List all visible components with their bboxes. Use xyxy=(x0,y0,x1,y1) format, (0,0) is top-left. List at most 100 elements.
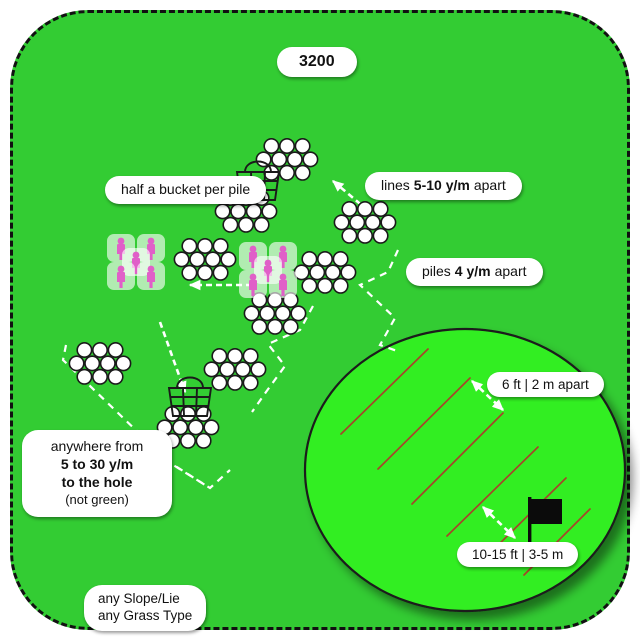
pile-top-center xyxy=(255,138,319,181)
golf-ball-icon xyxy=(76,341,93,358)
golf-ball-icon xyxy=(364,214,381,231)
green-spacing-arrow-lower xyxy=(482,506,516,539)
golf-ball-icon xyxy=(220,251,237,268)
golf-ball-icon xyxy=(356,201,373,218)
distance-range-line4: (not green) xyxy=(65,491,129,507)
golf-ball-icon xyxy=(340,264,357,281)
golf-ball-icon xyxy=(278,164,295,181)
golf-ball-icon xyxy=(92,368,109,385)
terrain-line1: any Slope/Lie xyxy=(98,591,180,606)
golf-ball-icon xyxy=(242,374,259,391)
golf-ball-icon xyxy=(290,305,307,322)
golf-ball-icon xyxy=(286,151,303,168)
piles-value: 4 y/m xyxy=(454,263,491,279)
golf-ball-icon xyxy=(324,264,341,281)
golf-ball-icon xyxy=(68,355,85,372)
golf-ball-icon xyxy=(282,318,299,335)
golf-ball-icon xyxy=(253,216,270,233)
lines-value: 5-10 y/m xyxy=(413,177,470,193)
golf-ball-icon xyxy=(107,341,124,358)
terrain-line2: any Grass Type xyxy=(98,608,193,624)
golf-ball-icon xyxy=(173,251,190,268)
golf-ball-icon xyxy=(274,305,291,322)
golf-ball-icon xyxy=(204,251,221,268)
golf-ball-icon xyxy=(115,355,132,372)
pile-right-upper xyxy=(333,201,397,244)
golf-ball-icon xyxy=(230,203,247,220)
lines-suffix: apart xyxy=(473,177,506,193)
golf-ball-icon xyxy=(372,227,389,244)
green-spacing-upper-label: 6 ft | 2 m apart xyxy=(487,372,604,398)
piles-spacing-label: piles 4 y/m apart xyxy=(406,258,543,286)
pile-center xyxy=(243,291,307,335)
lines-prefix: lines xyxy=(381,177,410,193)
golf-ball-icon xyxy=(302,151,319,168)
golfer-icon xyxy=(269,270,297,298)
golf-ball-icon xyxy=(212,238,229,255)
golf-ball-icon xyxy=(219,361,236,378)
golf-ball-icon xyxy=(294,164,311,181)
golf-ball-icon xyxy=(294,138,311,155)
golf-ball-icon xyxy=(261,203,278,220)
golf-ball-icon xyxy=(214,203,231,220)
distance-range-line3: to the hole xyxy=(61,473,133,490)
piles-suffix: apart xyxy=(494,263,527,279)
distance-range-line2: 5 to 30 y/m xyxy=(60,455,134,472)
pile-lower-right xyxy=(203,347,267,391)
golf-ball-icon xyxy=(250,361,267,378)
golfer-groups xyxy=(107,234,297,298)
golf-ball-icon xyxy=(341,227,358,244)
golf-ball-icon xyxy=(107,368,124,385)
pile-mid-right xyxy=(293,251,357,294)
golf-ball-icon xyxy=(278,138,295,155)
pile-lower-left xyxy=(68,341,132,385)
golf-ball-icon xyxy=(211,347,228,364)
golfer-icon xyxy=(239,270,267,298)
ball-basket-icon xyxy=(167,376,213,417)
golf-ball-icon xyxy=(227,347,244,364)
golf-ball-icon xyxy=(92,341,109,358)
ball-piles xyxy=(68,138,397,449)
distance-range-line1: anywhere from xyxy=(50,438,144,454)
golf-ball-icon xyxy=(234,361,251,378)
golf-ball-icon xyxy=(172,419,189,436)
golf-ball-icon xyxy=(349,214,366,231)
green-spacing-arrow-upper xyxy=(471,380,504,411)
golf-ball-icon xyxy=(316,277,333,294)
terrain-label: any Slope/Lie any Grass Type xyxy=(84,585,207,631)
golf-ball-icon xyxy=(301,251,318,268)
golf-ball-icon xyxy=(316,251,333,268)
golf-ball-icon xyxy=(372,201,389,218)
golf-ball-icon xyxy=(245,203,262,220)
golfer-icon xyxy=(137,262,165,290)
golf-flag-icon xyxy=(528,497,562,545)
golf-ball-icon xyxy=(195,432,212,449)
basket-direction-arrow xyxy=(158,321,187,394)
golf-ball-icon xyxy=(189,251,206,268)
golf-ball-icon xyxy=(251,318,268,335)
golfer-group-left xyxy=(107,234,165,290)
golf-ball-icon xyxy=(99,355,116,372)
golf-ball-icon xyxy=(243,305,260,322)
piles-prefix: piles xyxy=(422,263,451,279)
golf-ball-icon xyxy=(197,264,214,281)
bucket-label: half a bucket per pile xyxy=(105,176,267,204)
golfer-group-center xyxy=(239,242,297,298)
golf-ball-icon xyxy=(227,374,244,391)
golf-ball-icon xyxy=(238,216,255,233)
lines-spacing-label: lines 5-10 y/m apart xyxy=(365,172,522,200)
golf-ball-icon xyxy=(301,277,318,294)
golf-ball-icon xyxy=(380,214,397,231)
golf-ball-icon xyxy=(309,264,326,281)
golf-ball-icon xyxy=(271,151,288,168)
golf-ball-icon xyxy=(332,251,349,268)
golf-ball-icon xyxy=(180,432,197,449)
golf-ball-icon xyxy=(181,238,198,255)
green-spacing-lower-label: 10-15 ft | 3-5 m xyxy=(457,542,579,568)
golf-ball-icon xyxy=(211,374,228,391)
golf-ball-icon xyxy=(266,318,283,335)
pile-bottom-basket xyxy=(156,405,220,449)
golf-ball-icon xyxy=(255,151,272,168)
pile-mid-left xyxy=(173,238,237,281)
golf-ball-icon xyxy=(203,361,220,378)
